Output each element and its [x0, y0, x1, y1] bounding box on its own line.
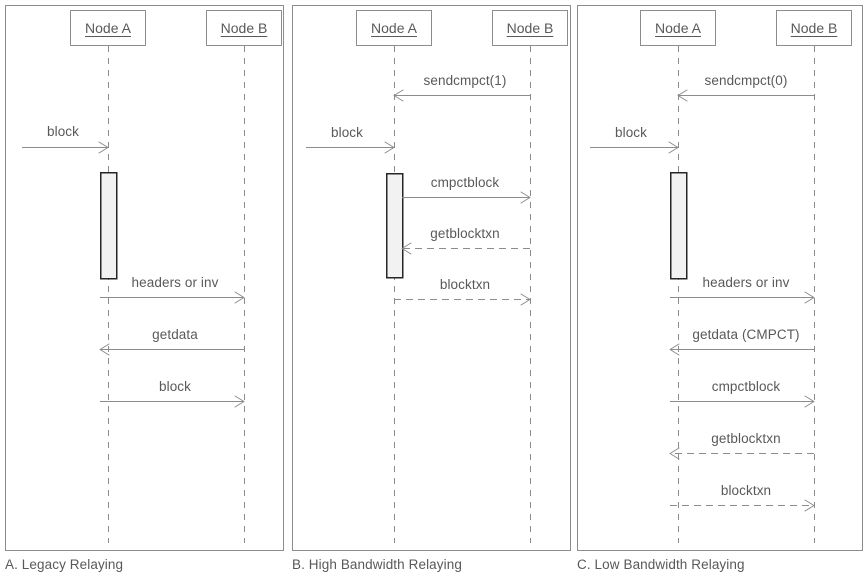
actor-label: Node B: [790, 20, 838, 36]
arrowhead: [234, 395, 245, 408]
message-label: sendcmpct(1): [423, 73, 507, 88]
message-label: getdata: [152, 327, 198, 342]
actor-label: Node B: [220, 20, 268, 36]
message-label: cmpctblock: [711, 379, 781, 394]
actor-label: Node A: [85, 20, 131, 36]
message-label: headers or inv: [131, 275, 219, 290]
message-label: headers or inv: [702, 275, 790, 290]
activation-bar: [386, 173, 404, 279]
panel-caption: B. High Bandwidth Relaying: [292, 557, 462, 572]
message-label: getblocktxn: [430, 226, 500, 241]
arrowhead: [804, 395, 815, 408]
actor-box-node-a[interactable]: Node A: [640, 10, 716, 46]
actor-label: Node A: [371, 20, 417, 36]
message-label: block: [330, 125, 364, 140]
activation-bar: [670, 172, 688, 280]
message-label: blocktxn: [720, 483, 772, 498]
actor-box-node-a[interactable]: Node A: [356, 10, 432, 46]
arrowhead: [520, 191, 531, 204]
actor-box-node-b[interactable]: Node B: [492, 10, 568, 46]
actor-label: Node A: [655, 20, 701, 36]
arrowhead: [98, 141, 109, 154]
message-label: block: [158, 379, 192, 394]
panel-caption: C. Low Bandwidth Relaying: [577, 557, 745, 572]
arrowhead: [669, 343, 680, 356]
panel-caption: A. Legacy Relaying: [5, 557, 124, 572]
actor-box-node-b[interactable]: Node B: [776, 10, 852, 46]
panel-c: [577, 5, 863, 551]
arrowhead: [393, 89, 404, 102]
message-label: getblocktxn: [711, 431, 781, 446]
arrowhead: [520, 293, 531, 306]
panel-frame: [5, 5, 284, 551]
panel-a: [5, 5, 284, 551]
arrowhead: [384, 141, 395, 154]
arrowhead: [234, 291, 245, 304]
actor-box-node-b[interactable]: Node B: [206, 10, 282, 46]
arrowhead: [677, 89, 688, 102]
panel-frame: [292, 5, 571, 551]
message-label: block: [614, 125, 648, 140]
arrowhead: [804, 291, 815, 304]
message-label: block: [46, 124, 80, 139]
message-label: sendcmpct(0): [704, 73, 788, 88]
arrowhead: [668, 141, 679, 154]
actor-label: Node B: [506, 20, 554, 36]
panel-b: [292, 5, 571, 551]
message-label: blocktxn: [439, 277, 491, 292]
message-label: getdata (CMPCT): [692, 327, 800, 342]
activation-bar: [100, 172, 118, 280]
arrowhead: [804, 499, 815, 512]
actor-box-node-a[interactable]: Node A: [70, 10, 146, 46]
message-label: cmpctblock: [430, 175, 500, 190]
arrowhead: [99, 343, 110, 356]
arrowhead: [669, 447, 680, 460]
arrowhead: [401, 242, 412, 255]
